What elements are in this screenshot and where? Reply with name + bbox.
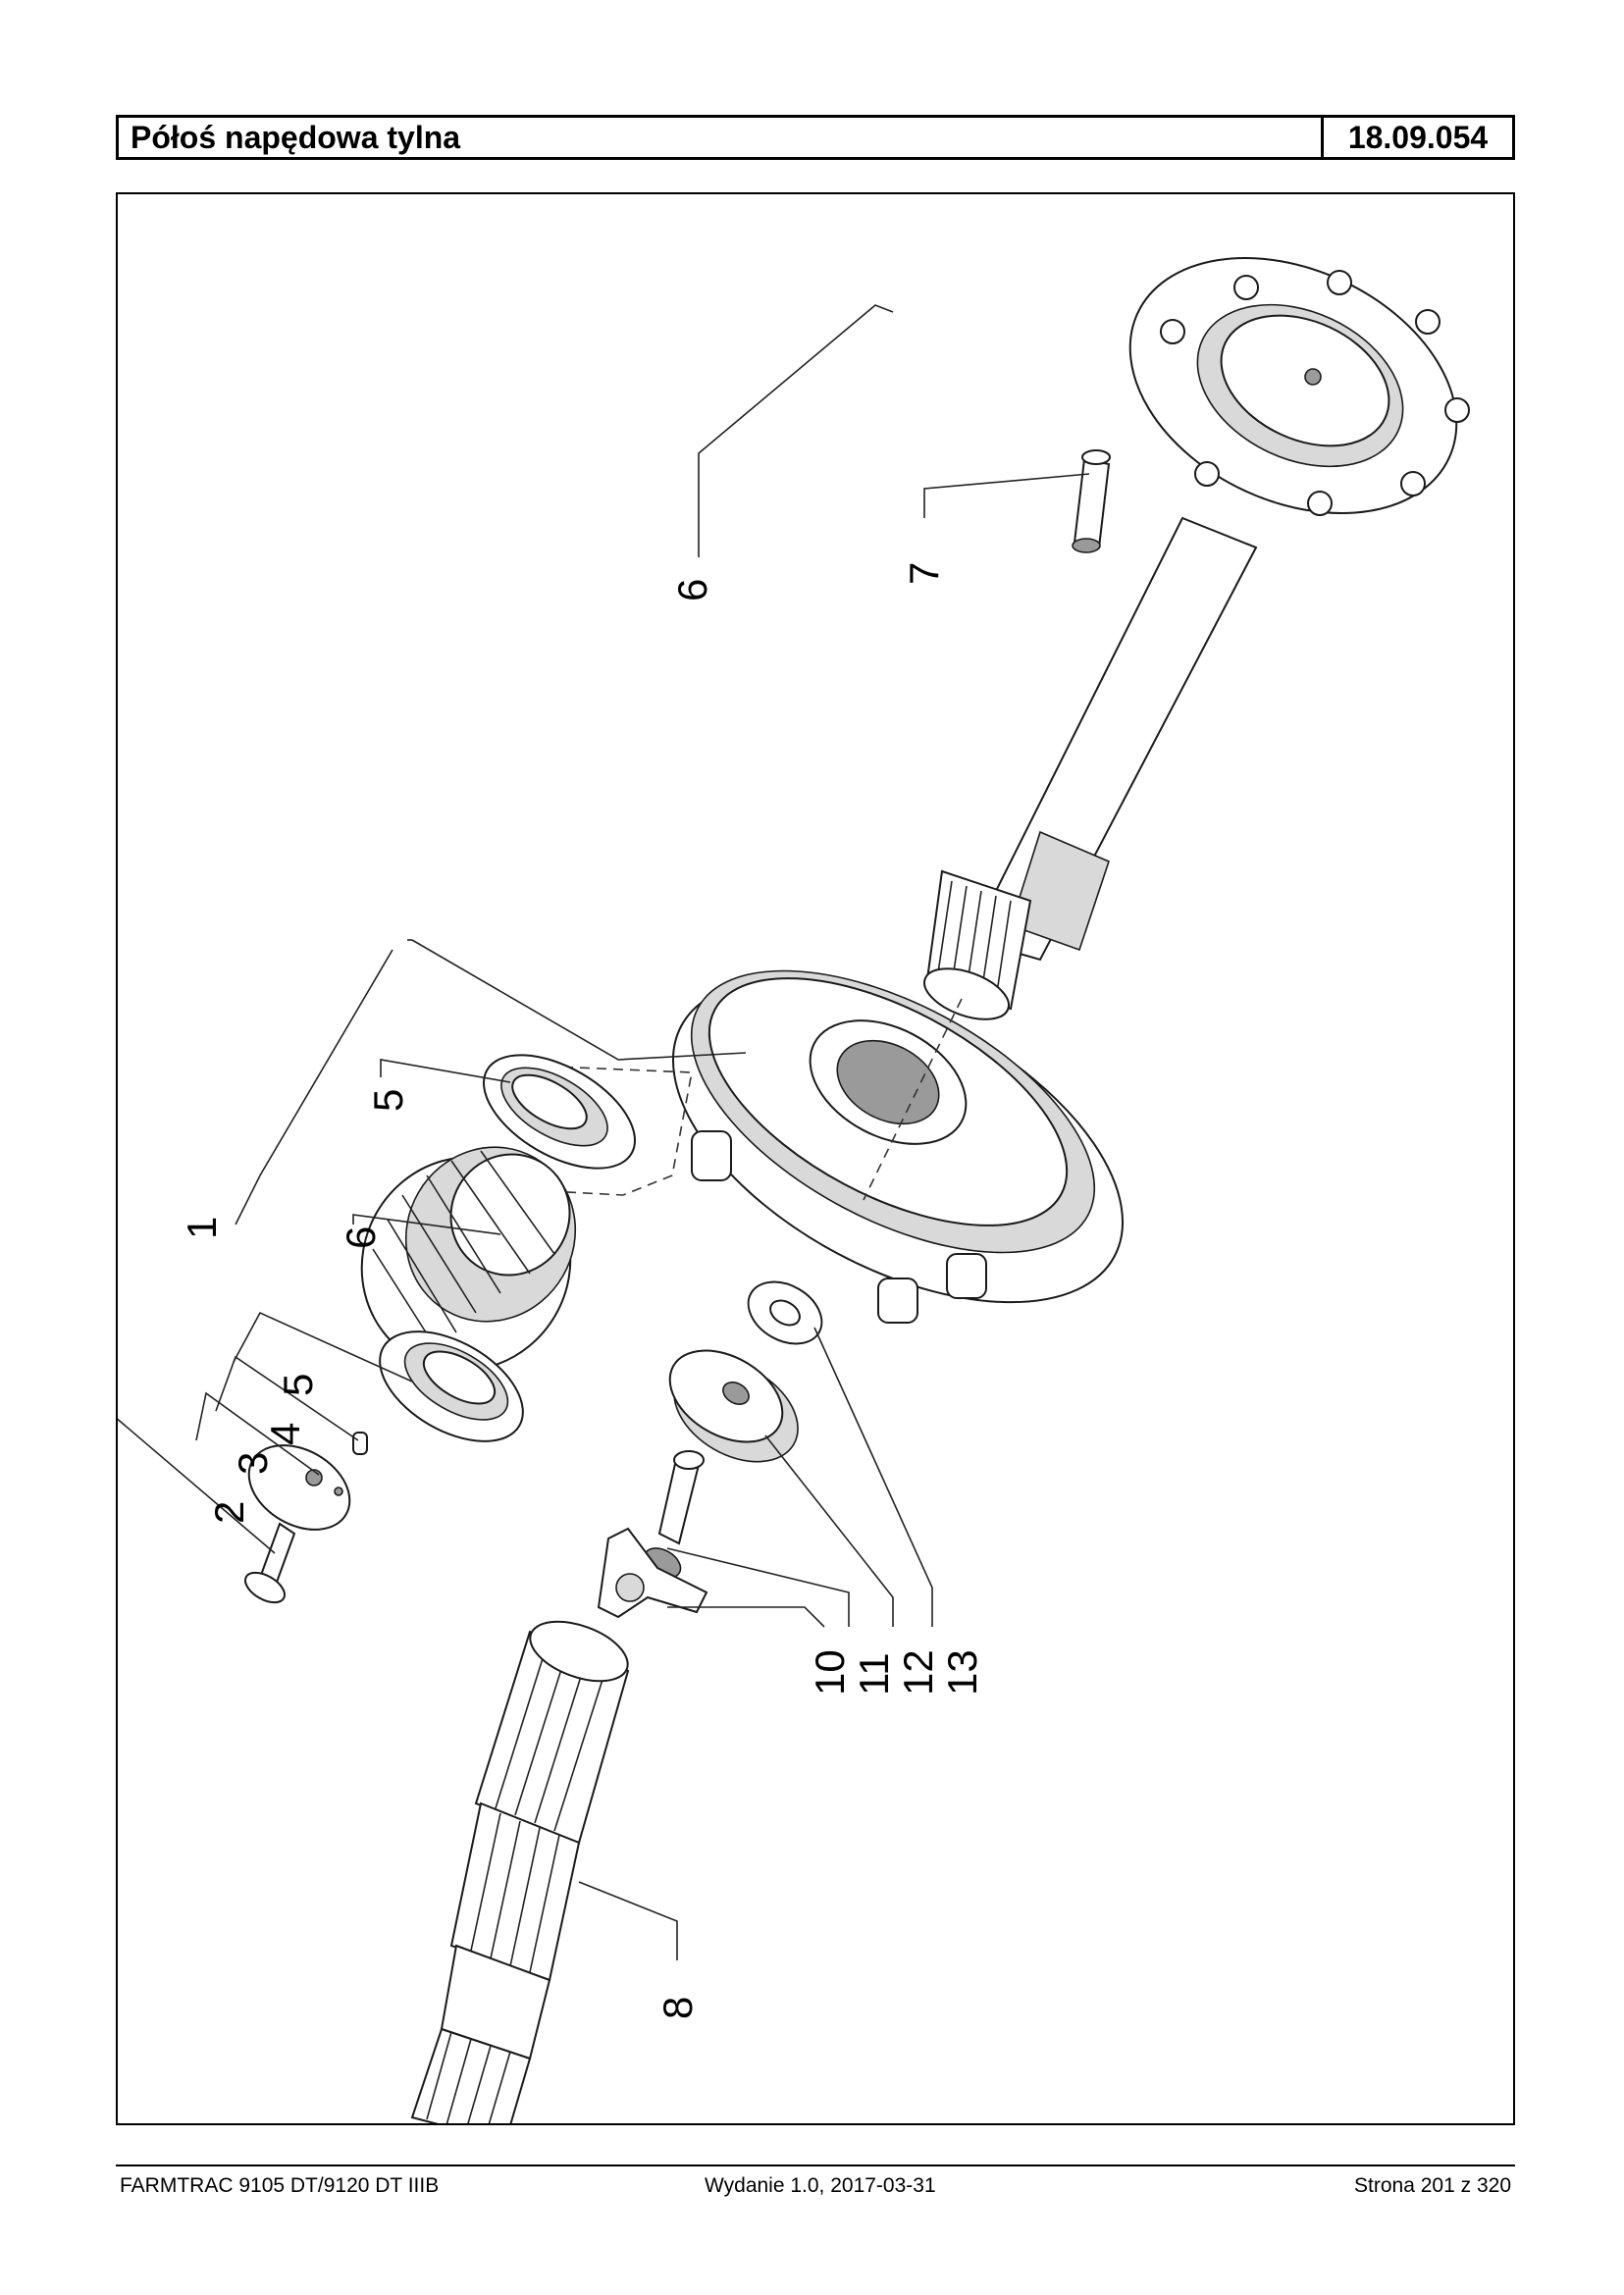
callout-5-lower: 5 [275, 1374, 321, 1396]
page-title: Półoś napędowa tylna [119, 118, 1324, 157]
diagram-frame: 6 7 5 1 6 5 4 3 2 10 11 12 13 8 [116, 192, 1515, 2125]
callout-5-upper: 5 [365, 1089, 411, 1112]
part-10-lock-plate [597, 1527, 708, 1619]
callout-6: 6 [338, 1226, 384, 1249]
footer-page-number: Strona 201 z 320 [1354, 2174, 1511, 2197]
part-2-screw [244, 1522, 296, 1604]
callout-7: 6 [669, 579, 715, 601]
callout-2: 2 [206, 1501, 252, 1524]
callout-8: 7 [901, 562, 947, 585]
callout-1: 1 [179, 1217, 225, 1239]
page-header: Półoś napędowa tylna 18.09.054 [116, 115, 1515, 160]
assembly-guide-dashed [529, 1065, 693, 1196]
leader-lines [118, 304, 1090, 1960]
part-6-planet-gear [360, 1146, 577, 1372]
part-5-bearing-upper [483, 1054, 636, 1170]
shaft-spline-end [923, 869, 1032, 1020]
flange-bolt-holes [1160, 270, 1470, 516]
part-7-axle-shaft [923, 256, 1470, 1020]
footer-model: FARMTRAC 9105 DT/9120 DT IIIB [120, 2174, 440, 2197]
callout-labels: 6 7 5 1 6 5 4 3 2 10 11 12 13 8 [179, 562, 985, 2019]
part-1-planet-carrier [671, 969, 1125, 1324]
page-footer: FARMTRAC 9105 DT/9120 DT IIIB Wydanie 1.… [116, 2174, 1515, 2202]
part-9-sun-gear-shaft [410, 1620, 630, 2123]
part-5-bearing-lower [379, 1330, 524, 1442]
callout-10: 10 [807, 1649, 853, 1695]
part-4-pin [352, 1432, 368, 1455]
callout-3: 3 [230, 1452, 276, 1475]
callout-11: 11 [851, 1652, 897, 1695]
callout-12: 12 [895, 1649, 941, 1695]
part-8-wheel-stud [1072, 449, 1111, 553]
footer-edition: Wydanie 1.0, 2017-03-31 [705, 2174, 936, 2197]
callout-4: 4 [262, 1423, 308, 1445]
footer-divider [116, 2165, 1515, 2166]
section-code: 18.09.054 [1347, 119, 1489, 155]
callout-13: 13 [939, 1649, 985, 1695]
callout-9: 8 [655, 1997, 701, 2019]
exploded-view-diagram: 6 7 5 1 6 5 4 3 2 10 11 12 13 8 [118, 256, 1470, 2123]
part-13-washer [747, 1280, 823, 1345]
